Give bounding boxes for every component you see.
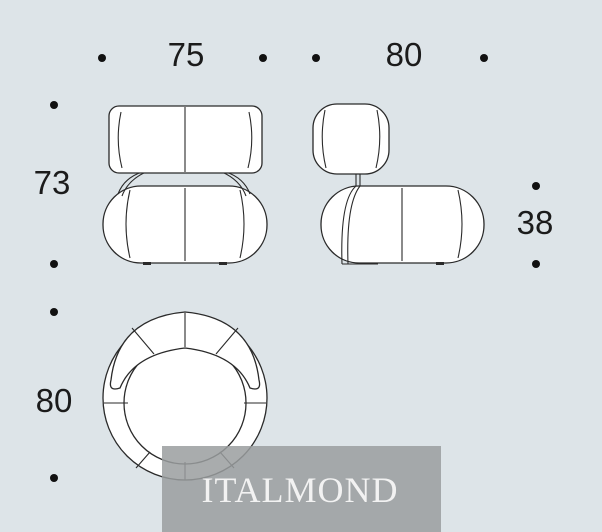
foot: [219, 262, 227, 265]
marker-dot: [50, 260, 58, 268]
dimension-height: 73: [34, 164, 71, 201]
marker-dot: [259, 54, 267, 62]
dimension-front-width: 75: [168, 36, 205, 73]
front-view-chair: [102, 105, 268, 265]
marker-dot: [480, 54, 488, 62]
marker-dot: [50, 474, 58, 482]
dimension-seat-height: 38: [517, 204, 554, 241]
marker-dot: [50, 101, 58, 109]
marker-dot: [312, 54, 320, 62]
watermark-text: ITALMOND: [201, 470, 398, 510]
dimension-top-depth: 80: [36, 382, 73, 419]
dimension-markers: [50, 54, 540, 482]
foot: [143, 262, 151, 265]
watermark: ITALMOND: [162, 446, 441, 532]
backrest: [312, 103, 390, 175]
top-view-chair: [102, 311, 268, 481]
marker-dot: [98, 54, 106, 62]
backrest-top: [109, 311, 261, 390]
dimension-side-depth: 80: [386, 36, 423, 73]
marker-dot: [50, 308, 58, 316]
marker-dot: [532, 182, 540, 190]
foot: [436, 262, 444, 265]
marker-dot: [532, 260, 540, 268]
side-view-chair: [312, 103, 485, 265]
watermark-box: [162, 446, 441, 532]
